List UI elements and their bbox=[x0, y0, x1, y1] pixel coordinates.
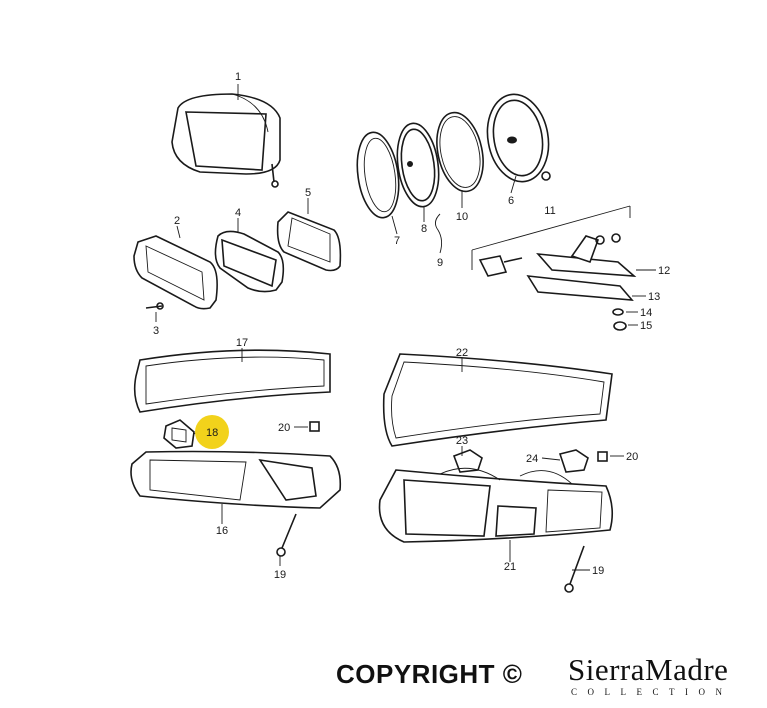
part-8-lens bbox=[396, 122, 440, 208]
label-4: 4 bbox=[235, 207, 241, 219]
label-23: 23 bbox=[456, 435, 468, 447]
label-9: 9 bbox=[437, 257, 443, 269]
label-21: 21 bbox=[504, 561, 516, 573]
brand-subtitle: COLLECTION bbox=[571, 687, 733, 697]
part-20-clip-b bbox=[597, 451, 608, 462]
leader-lines bbox=[155, 84, 656, 571]
part-22-gasket bbox=[382, 353, 613, 447]
part-2-frame bbox=[133, 235, 218, 310]
part-23-socket bbox=[452, 449, 483, 473]
label-19-a: 19 bbox=[274, 569, 286, 581]
label-1: 1 bbox=[235, 71, 241, 83]
highlight-marker bbox=[195, 415, 229, 449]
label-20-b: 20 bbox=[626, 451, 638, 463]
part-10-gasket-ring bbox=[436, 111, 484, 193]
part-11-bracket-kit bbox=[471, 205, 637, 331]
label-5: 5 bbox=[305, 187, 311, 199]
copyright-notice: COPYRIGHT © bbox=[336, 659, 523, 689]
part-5-gasket bbox=[276, 211, 342, 272]
label-15: 15 bbox=[640, 320, 652, 332]
part-1-fog-lamp bbox=[171, 93, 281, 188]
label-14: 14 bbox=[640, 307, 652, 319]
part-7-rim bbox=[356, 131, 400, 219]
label-16: 16 bbox=[216, 525, 228, 537]
part-6-lamp-body bbox=[486, 93, 551, 183]
label-6: 6 bbox=[508, 195, 514, 207]
label-10: 10 bbox=[456, 211, 468, 223]
part-19-screw-a bbox=[276, 513, 297, 557]
label-3: 3 bbox=[153, 325, 159, 337]
part-20-clip-a bbox=[309, 421, 320, 432]
label-22: 22 bbox=[456, 347, 468, 359]
label-18: 18 bbox=[206, 427, 218, 439]
part-24-socket bbox=[558, 449, 589, 473]
part-19-screw-b bbox=[564, 545, 585, 593]
label-19-b: 19 bbox=[592, 565, 604, 577]
label-12: 12 bbox=[658, 265, 670, 277]
label-24: 24 bbox=[526, 453, 538, 465]
part-17-gasket bbox=[133, 349, 331, 413]
label-17: 17 bbox=[236, 337, 248, 349]
part-18-socket bbox=[163, 419, 195, 449]
part-numbers: 1 2 3 4 5 6 7 8 9 10 11 12 13 14 15 16 1… bbox=[153, 71, 670, 581]
part-21-tail-lens bbox=[378, 467, 614, 543]
part-16-turn-signal-lens bbox=[130, 450, 342, 509]
part-3-screw bbox=[145, 302, 164, 310]
label-13: 13 bbox=[648, 291, 660, 303]
label-8: 8 bbox=[421, 223, 427, 235]
label-2: 2 bbox=[174, 215, 180, 227]
part-4-lens bbox=[214, 230, 285, 293]
brand-logo: SierraMadre bbox=[568, 652, 729, 687]
label-7: 7 bbox=[394, 235, 400, 247]
label-20-a: 20 bbox=[278, 422, 290, 434]
label-11: 11 bbox=[544, 205, 555, 217]
